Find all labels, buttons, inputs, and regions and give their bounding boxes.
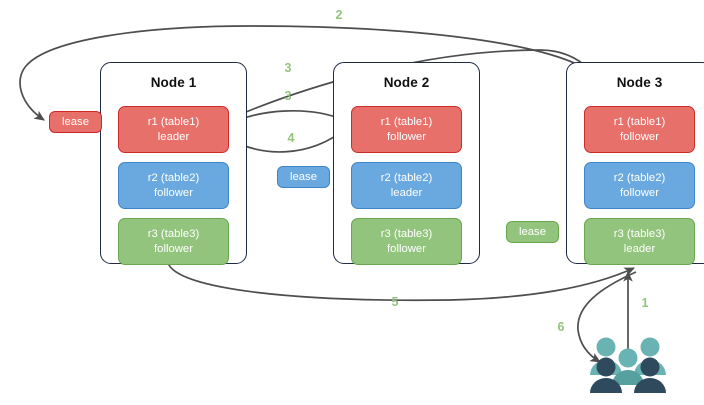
lease-badge-red[interactable]: lease <box>49 111 102 133</box>
replica-name: r1 (table1) <box>380 116 433 129</box>
replica-name: r3 (table3) <box>380 228 433 241</box>
replica-name: r2 (table2) <box>613 172 666 185</box>
node-2-replica-stack: r1 (table1) follower r2 (table2) leader … <box>334 90 479 279</box>
replica-name: r2 (table2) <box>147 172 200 185</box>
replica-role: follower <box>620 186 659 199</box>
node-2-title: Node 2 <box>383 75 430 90</box>
replica-role: follower <box>154 242 193 255</box>
step-label-6: 6 <box>557 320 565 334</box>
node-1-replica-r1[interactable]: r1 (table1) leader <box>118 106 229 153</box>
step-label-3-upper: 3 <box>284 61 292 75</box>
lease-badge-blue[interactable]: lease <box>277 166 330 188</box>
replica-role: leader <box>390 186 423 199</box>
node-3-replica-r1[interactable]: r1 (table1) follower <box>584 106 695 153</box>
replica-name: r3 (table3) <box>147 228 200 241</box>
replica-name: r1 (table1) <box>147 116 200 129</box>
users-icon-svg <box>590 337 666 393</box>
node-3-replica-stack: r1 (table1) follower r2 (table2) followe… <box>567 90 704 279</box>
replica-role: follower <box>387 130 426 143</box>
replica-name: r3 (table3) <box>613 228 666 241</box>
node-1-replica-r3[interactable]: r3 (table3) follower <box>118 218 229 265</box>
node-2[interactable]: Node 2 r1 (table1) follower r2 (table2) … <box>333 62 480 265</box>
node-1-title: Node 1 <box>150 75 197 90</box>
lease-badge-green[interactable]: lease <box>506 221 559 243</box>
node-2-replica-r3[interactable]: r3 (table3) follower <box>351 218 462 265</box>
step-label-3-lower: 3 <box>284 89 292 103</box>
replica-role: leader <box>157 130 190 143</box>
node-1[interactable]: Node 1 r1 (table1) leader r2 (table2) fo… <box>100 62 247 265</box>
replica-role: follower <box>387 242 426 255</box>
step-label-2: 2 <box>335 8 343 22</box>
users-icon <box>586 333 670 393</box>
step-label-1: 1 <box>641 296 649 310</box>
replica-role: follower <box>620 130 659 143</box>
step-label-4: 4 <box>287 131 295 145</box>
node-1-replica-stack: r1 (table1) leader r2 (table2) follower … <box>101 90 246 279</box>
node-3-replica-r3[interactable]: r3 (table3) leader <box>584 218 695 265</box>
replica-role: leader <box>623 242 656 255</box>
node-3-title: Node 3 <box>616 75 663 90</box>
replica-name: r1 (table1) <box>613 116 666 129</box>
node-3[interactable]: Node 3 r1 (table1) follower r2 (table2) … <box>566 62 704 265</box>
node-2-replica-r2[interactable]: r2 (table2) leader <box>351 162 462 209</box>
replica-role: follower <box>154 186 193 199</box>
step-label-5: 5 <box>391 295 399 309</box>
node-3-replica-r2[interactable]: r2 (table2) follower <box>584 162 695 209</box>
replica-name: r2 (table2) <box>380 172 433 185</box>
node-2-replica-r1[interactable]: r1 (table1) follower <box>351 106 462 153</box>
node-1-replica-r2[interactable]: r2 (table2) follower <box>118 162 229 209</box>
